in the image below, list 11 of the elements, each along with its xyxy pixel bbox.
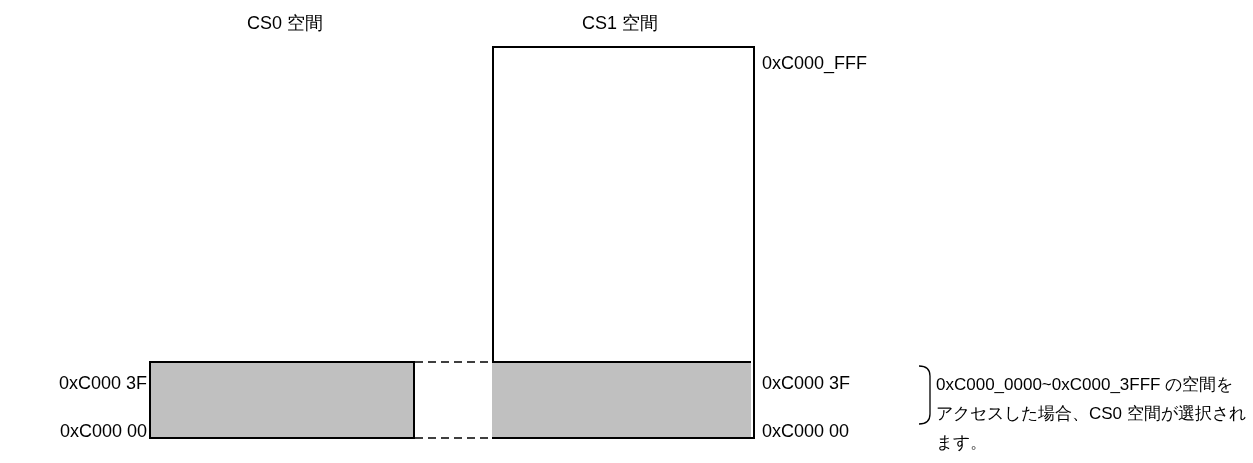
address-label: 0xC000 00 <box>58 420 147 443</box>
column-title: CS1 空間 <box>581 12 659 35</box>
memory-block <box>492 361 751 437</box>
address-label: 0xC000_FFF <box>762 52 869 76</box>
address-label: 0xC000 3F <box>762 372 852 395</box>
column-title: CS0 空間 <box>246 12 324 35</box>
memory-block <box>492 46 755 439</box>
address-label: 0xC000 00 <box>762 420 851 443</box>
address-label: 0xC000 3F <box>57 372 147 395</box>
memory-block <box>149 361 415 439</box>
note-text: 0xC000_0000~0xC000_3FFF の空間をアクセスした場合、CS0 空間が選択されます。 <box>936 374 1247 454</box>
